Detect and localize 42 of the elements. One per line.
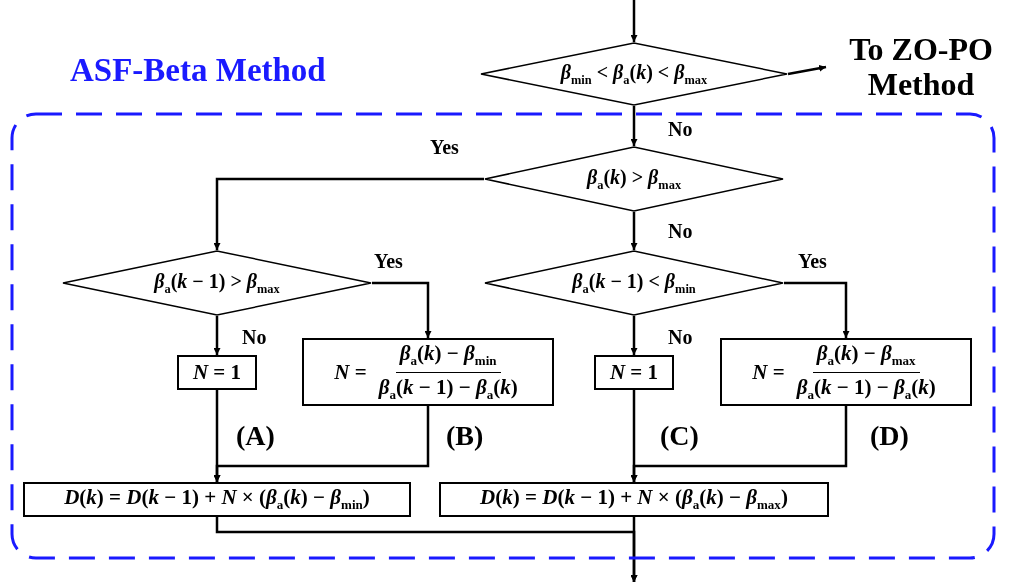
process-box [720,338,972,406]
case-label: (D) [870,420,909,452]
arrow [372,281,432,338]
case-label: (C) [660,420,699,452]
decision-diamond [484,146,784,212]
process-box [594,355,674,390]
case-label: (B) [446,420,484,452]
decision-diamond [62,250,372,316]
arrow [630,406,848,482]
condition-text: β$_{min}$ < β$_{a}$(k) < β$_{max}$ [560,60,708,88]
formula-text: N = 1 [609,360,659,385]
process-box [23,482,411,517]
numerator: β$_{a}$(k) − β$_{max}$ [812,341,920,373]
arrow [213,177,484,250]
target-text: To ZO-PO Method [826,22,1016,112]
condition-text: β$_{a}$(k) > β$_{max}$ [586,165,682,193]
arrow [630,517,638,582]
formula-text: D(k) = D(k − 1) + N × (β$_{a}$(k) − β$_{min}$) [64,485,370,514]
formula-text: N = [334,359,367,385]
process-box [302,338,554,406]
formula-text: N = 1 [192,360,242,385]
arrow [630,212,638,250]
numerator: β$_{a}$(k) − β$_{min}$ [395,341,501,373]
arrow [213,316,221,355]
condition-text: β$_{a}$(k − 1) > β$_{max}$ [154,269,280,297]
group-title: ASF-Beta Method [70,52,326,89]
arrow [787,64,827,76]
arrow [630,0,638,42]
arrow [213,406,430,482]
decision-diamond [480,42,788,106]
decision-diamond [484,250,784,316]
process-box [439,482,829,517]
arrow [784,281,850,338]
case-label: (A) [236,420,275,452]
denominator: β$_{a}$(k − 1) − β$_{a}$(k) [377,373,519,403]
formula-text: D(k) = D(k − 1) + N × (β$_{a}$(k) − β$_{max}$) [480,485,788,514]
arrow [630,316,638,355]
arrow [630,106,638,146]
condition-text: β$_{a}$(k − 1) < β$_{min}$ [572,269,696,297]
formula-text: N = [752,359,785,385]
denominator: β$_{a}$(k − 1) − β$_{a}$(k) [795,373,937,403]
process-box [177,355,257,390]
